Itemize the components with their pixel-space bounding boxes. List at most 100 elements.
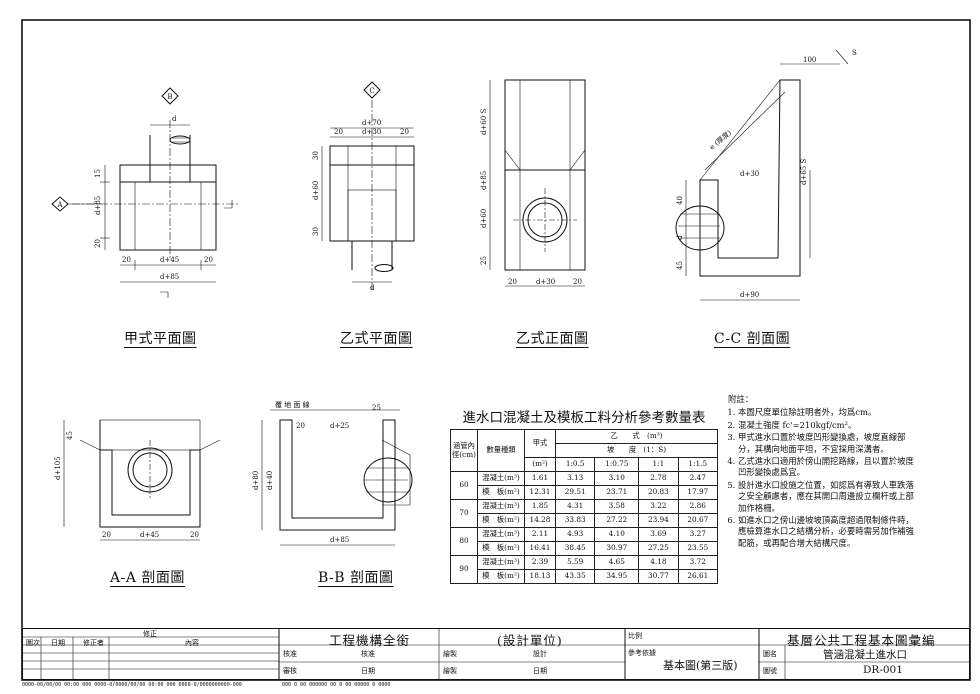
figure-number: DR-001 bbox=[863, 664, 903, 676]
note-item: 本圖尺度單位除註明者外，均爲cm。 bbox=[738, 407, 918, 418]
dim-20-plan-b-right: 20 bbox=[400, 128, 409, 136]
dim-45-aa: 45 bbox=[66, 431, 74, 440]
cell: 27.22 bbox=[594, 513, 640, 528]
draw-label: 繪製 bbox=[443, 650, 457, 658]
table-row: 90 混凝土(m³) 2.39 5.59 4.65 4.18 3.72 bbox=[450, 555, 719, 584]
dim-30-plan-b-bottom: 30 bbox=[312, 227, 320, 236]
dim-20-front-b-left: 20 bbox=[508, 278, 517, 286]
cell: 30.97 bbox=[594, 541, 640, 556]
dim-d60-front-b: d+60 bbox=[480, 209, 488, 228]
dim-d70-plan-b: d+70 bbox=[362, 119, 381, 127]
date-label: 日期 bbox=[361, 667, 375, 675]
row-label: 模 板(m²) bbox=[477, 569, 525, 584]
cell: 26.61 bbox=[677, 569, 719, 584]
header-type-a: 甲式 bbox=[524, 429, 556, 458]
row-label: 模 板(m²) bbox=[477, 541, 525, 556]
cell: 4.65 bbox=[594, 555, 640, 570]
cell: 5.59 bbox=[554, 555, 596, 570]
cell: 4.18 bbox=[638, 555, 679, 570]
table-row: 70 混凝土(m³) 1.85 4.31 3.58 3.22 2.86 bbox=[450, 499, 719, 528]
dim-d60-plan-b: d+60 bbox=[312, 181, 320, 200]
title-block: 修正 圖次 日期 修正者 內容 工程機構全銜 (設計單位) 核准 核准 繪製 設… bbox=[22, 628, 970, 680]
review-label: 核准 bbox=[361, 650, 375, 658]
note-item: 混凝土強度 fc'=210kgf/cm²。 bbox=[738, 420, 918, 431]
agency-name: 工程機構全銜 bbox=[329, 633, 411, 648]
cell: 3.69 bbox=[638, 527, 679, 542]
reference-label: 參考依據 bbox=[628, 649, 656, 657]
dim-d25-bb: d+25 bbox=[330, 422, 349, 430]
cell: 4.31 bbox=[554, 499, 596, 514]
pipe-70: 70 bbox=[450, 499, 478, 528]
dim-d30-front-b: d+30 bbox=[536, 278, 555, 286]
dim-d-plan-b: d bbox=[370, 284, 375, 292]
marker-a: A bbox=[56, 201, 63, 209]
figure-number-label: 圖號 bbox=[763, 667, 777, 675]
caption-section-cc: C-C 剖面圖 bbox=[714, 331, 791, 347]
plan-b-drawing bbox=[321, 81, 415, 290]
table-row: 模 板(m²) 18.13 43.35 34.95 30.77 26.61 bbox=[451, 569, 719, 584]
dim-20-aa-left: 20 bbox=[102, 531, 111, 539]
dim-d-cc: d bbox=[676, 235, 684, 240]
caption-plan-b: 乙式平面圖 bbox=[340, 331, 413, 347]
table-row: 模 板(m²) 14.28 33.83 27.22 23.94 20.67 bbox=[451, 513, 719, 528]
cell: 1.85 bbox=[524, 499, 556, 514]
notes-title: 附註： bbox=[728, 394, 754, 404]
dim-20-plan-b-left: 20 bbox=[334, 128, 343, 136]
marker-b-plan-a: B bbox=[167, 93, 172, 101]
table-row: 60 混凝土(m³) 1.61 3.13 3.10 2.78 2.47 bbox=[450, 471, 719, 500]
dim-d85s-front-b: d+85 bbox=[480, 171, 488, 190]
dim-20-plan-a-left: 20 bbox=[122, 256, 131, 264]
dim-25-bb: 25 bbox=[372, 404, 381, 412]
cell: 29.51 bbox=[554, 485, 596, 500]
dim-25-front-b: 25 bbox=[480, 256, 488, 265]
caption-plan-a: 甲式平面圖 bbox=[124, 331, 197, 347]
rev-col-author: 修正者 bbox=[83, 639, 104, 647]
front-b-drawing bbox=[489, 79, 586, 287]
rev-col-content: 內容 bbox=[185, 639, 199, 647]
cell: 23.71 bbox=[594, 485, 640, 500]
quantity-table: 進水口混凝土及模板工料分析參考數量表 涵管內徑(cm) 數量種類 甲式 乙 式 … bbox=[450, 406, 719, 584]
revision-title: 修正 bbox=[143, 630, 157, 638]
row-label: 混凝土(m³) bbox=[477, 527, 525, 542]
cell: 12.31 bbox=[524, 485, 556, 500]
dim-20-plan-a-right: 20 bbox=[204, 256, 213, 264]
footer-meta-left: 0000-00/00/00 00:00 000 0000-0/0000/00/0… bbox=[22, 682, 242, 688]
cell: 2.39 bbox=[524, 555, 556, 570]
figure-name-label: 圖名 bbox=[763, 650, 777, 658]
header-unit: (m²) bbox=[524, 457, 556, 472]
cell: 3.22 bbox=[638, 499, 679, 514]
header-type-b: 乙 式 (m³) bbox=[555, 429, 718, 444]
quantity-table-title: 進水口混凝土及模板工料分析參考數量表 bbox=[462, 410, 706, 426]
dim-20-plan-a-vert: 20 bbox=[94, 239, 102, 248]
series-title: 基層公共工程基本圖彙編 bbox=[787, 633, 936, 648]
section-cc-drawing bbox=[675, 49, 849, 301]
footer-meta-right: 000 0 00 000000 00 0 00 00000 0 0000 bbox=[282, 682, 391, 688]
cell: 16.41 bbox=[524, 541, 556, 556]
cell: 34.95 bbox=[594, 569, 640, 584]
check-label: 審核 bbox=[283, 667, 297, 675]
cell: 3.10 bbox=[594, 471, 640, 486]
cell: 2.78 bbox=[638, 471, 679, 486]
header-slope-2: 1:0.75 bbox=[594, 457, 640, 472]
dim-d30-plan-b: d+30 bbox=[362, 128, 381, 136]
dim-d30-cc: d+30 bbox=[740, 170, 759, 178]
cell: 2.11 bbox=[524, 527, 556, 542]
cell: 3.58 bbox=[594, 499, 640, 514]
approve-label: 核准 bbox=[283, 650, 297, 658]
dim-d85-bb: d+85 bbox=[330, 536, 349, 544]
dim-d85-plan-a-vert: d+85 bbox=[94, 196, 102, 215]
dim-e-cc: e (厚度) bbox=[708, 128, 734, 152]
sheet-border bbox=[21, 19, 971, 681]
rev-col-no: 圖次 bbox=[26, 639, 40, 647]
cell: 20.67 bbox=[677, 513, 719, 528]
row-label: 混凝土(m³) bbox=[477, 471, 525, 486]
dim-20-front-b-right: 20 bbox=[573, 278, 582, 286]
table-row: 80 混凝土(m³) 2.11 4.93 4.10 3.69 3.27 bbox=[450, 527, 719, 556]
dim-d40-bb: d+40 bbox=[266, 471, 274, 490]
dim-15-plan-a: 15 bbox=[94, 169, 102, 178]
dim-d90-cc: d+90 bbox=[740, 291, 759, 299]
dim-d80-bb: d+80 bbox=[252, 471, 260, 490]
pipe-90: 90 bbox=[450, 555, 478, 584]
reference-value: 基本圖(第三版) bbox=[663, 659, 738, 672]
date-label-2: 日期 bbox=[533, 667, 547, 675]
